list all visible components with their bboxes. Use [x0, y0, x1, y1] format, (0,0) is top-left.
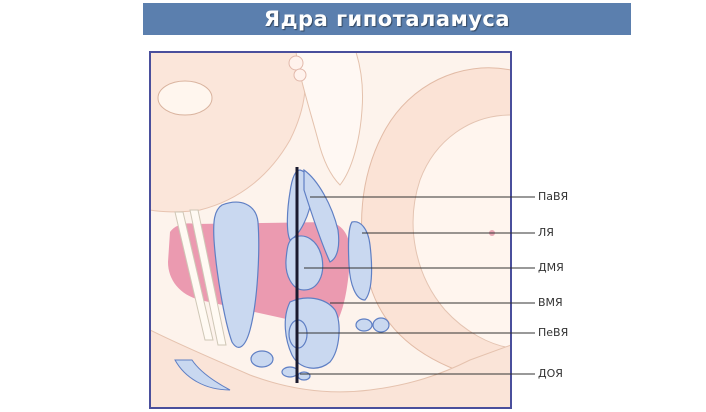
diagram-frame: [149, 51, 512, 409]
right-inner-structure: [412, 114, 511, 349]
leader-lines: [298, 196, 535, 375]
lower-left-crescent: [174, 359, 231, 391]
label-doya: ДОЯ: [538, 367, 563, 380]
label-vmya: ВМЯ: [538, 296, 563, 309]
top-bump-2: [293, 68, 307, 82]
lower-tissue: [150, 329, 511, 408]
upper-oval: [157, 80, 213, 116]
nucleus-large-left: [213, 201, 260, 348]
top-stalk: [295, 52, 363, 186]
top-bump-1: [288, 55, 304, 71]
label-lya: ЛЯ: [538, 226, 554, 239]
nuclei-layer: [213, 168, 390, 381]
diagram-title: Ядра гипоталамуса: [263, 7, 511, 31]
nucleus-dorsomedial: [285, 235, 324, 291]
nucleus-dorsal-optic-2: [297, 371, 311, 381]
nucleus-lateral: [347, 221, 373, 301]
label-pavya: ПаВЯ: [538, 190, 569, 203]
title-bar: Ядра гипоталамуса: [143, 3, 631, 35]
nucleus-small-3: [372, 317, 390, 333]
tissue-layer: [150, 52, 511, 408]
fornix-column-left: [174, 211, 214, 341]
label-pevya: ПеВЯ: [538, 326, 569, 339]
fornix-column-right: [189, 209, 227, 346]
nucleus-paraventricular-lateral: [303, 168, 340, 263]
label-dmya: ДМЯ: [538, 261, 564, 274]
nucleus-small-2: [355, 318, 373, 332]
nucleus-small-1: [250, 350, 274, 368]
